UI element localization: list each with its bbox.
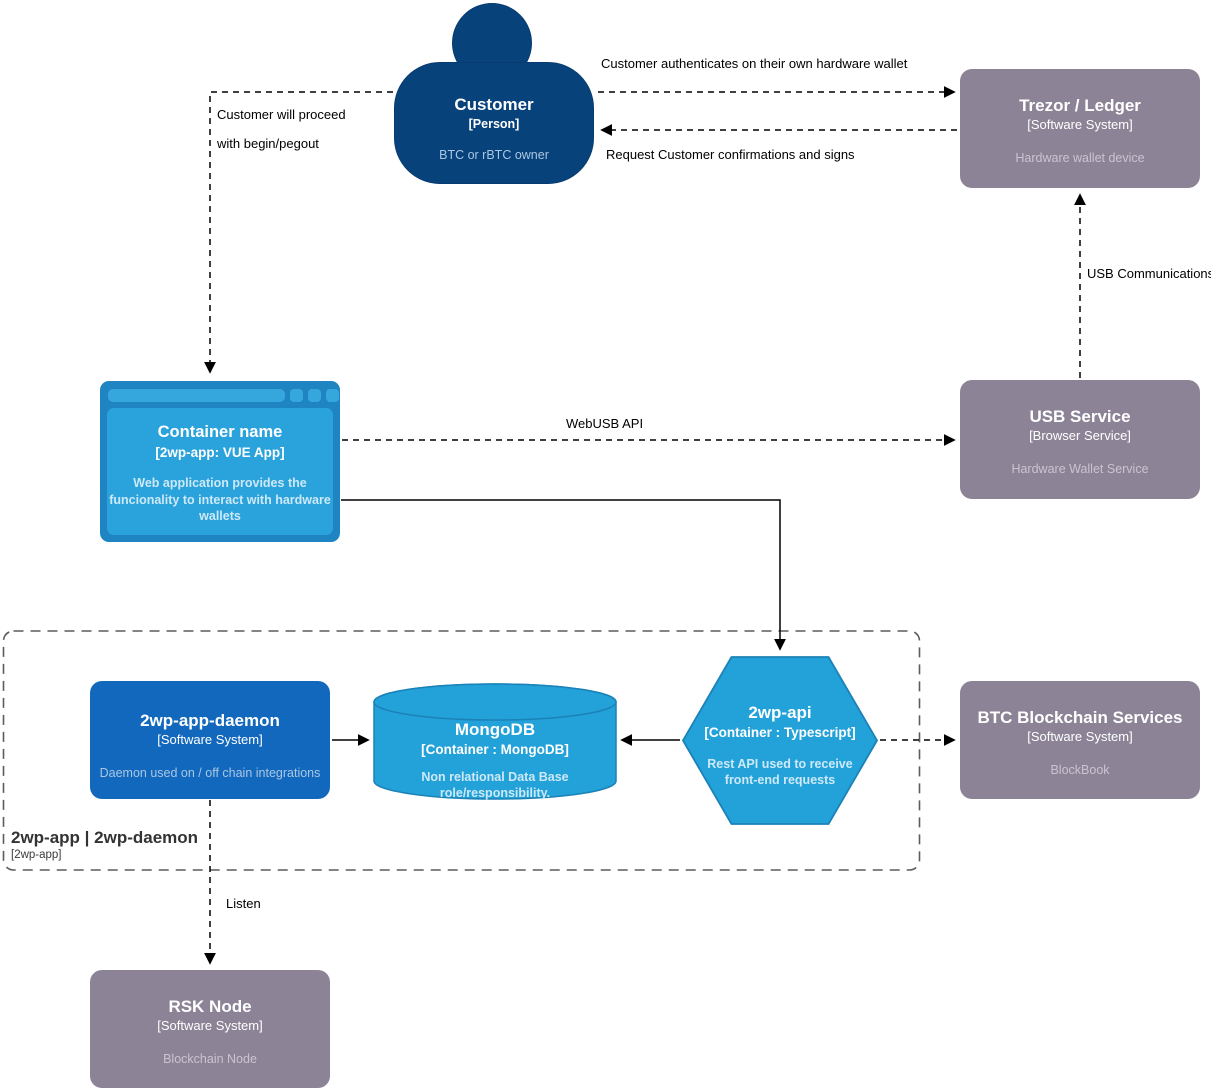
node-subtitle: [Software System] [1027, 729, 1133, 745]
node-title: Customer [454, 95, 534, 114]
node-title: USB Service [1029, 407, 1131, 426]
boundary-subtitle: [2wp-app] [11, 849, 62, 861]
browser-content-panel: Container name [2wp-app: VUE App] Web ap… [107, 408, 333, 535]
edge-label-authenticates: Customer authenticates on their own hard… [601, 56, 908, 71]
node-subtitle: [Browser Service] [1029, 428, 1131, 444]
edge-label-listen: Listen [226, 896, 261, 911]
edge-proceed [204, 91, 393, 374]
node-mongodb[interactable]: MongoDB [Container : MongoDB] Non relati… [373, 683, 617, 800]
node-description: Hardware wallet device [1015, 151, 1145, 166]
node-rsk-node[interactable]: RSK Node [Software System] Blockchain No… [90, 970, 330, 1088]
edge-label-usb-communications: USB Communications [1087, 266, 1211, 281]
node-description: BlockBook [1050, 763, 1110, 778]
node-title: 2wp-app-daemon [140, 711, 280, 730]
node-description: Daemon used on / off chain integrations [99, 766, 321, 781]
node-title: BTC Blockchain Services [977, 708, 1183, 727]
node-description: Hardware Wallet Service [1011, 462, 1149, 477]
browser-address-bar-icon [108, 389, 285, 402]
node-title: RSK Node [168, 997, 252, 1016]
node-usb-service[interactable]: USB Service [Browser Service] Hardware W… [960, 380, 1200, 499]
node-2wp-app-daemon[interactable]: 2wp-app-daemon [Software System] Daemon … [90, 681, 330, 799]
node-title: Container name [157, 423, 283, 441]
node-subtitle: [Person] [468, 117, 520, 132]
node-title: Trezor / Ledger [1019, 96, 1141, 115]
person-body: Customer [Person] BTC or rBTC owner [394, 62, 594, 184]
node-btc-blockchain-services[interactable]: BTC Blockchain Services [Software System… [960, 681, 1200, 799]
node-description: Rest API used to receive front-end reque… [707, 756, 853, 788]
browser-button-icon [308, 389, 321, 402]
node-description: Web application provides the funcionalit… [109, 476, 331, 523]
node-title: MongoDB [454, 720, 536, 739]
edge-webapp-api [341, 499, 786, 651]
node-subtitle: [Container : Typescript] [704, 725, 856, 741]
node-subtitle: [Software System] [157, 732, 263, 748]
node-trezor-ledger[interactable]: Trezor / Ledger [Software System] Hardwa… [960, 69, 1200, 188]
browser-button-icon [290, 389, 303, 402]
browser-button-icon [326, 389, 339, 402]
edge-label-confirmations: Request Customer confirmations and signs [606, 147, 855, 162]
node-2wp-api[interactable]: 2wp-api [Container : Typescript] Rest AP… [682, 656, 878, 825]
node-title: 2wp-api [748, 703, 812, 722]
node-description: BTC or rBTC owner [439, 147, 549, 162]
node-subtitle: [2wp-app: VUE App] [155, 444, 285, 460]
node-subtitle: [Software System] [157, 1018, 263, 1034]
cylinder-icon [373, 683, 617, 800]
node-description: Non relational Data Base role/responsibi… [421, 769, 569, 801]
node-description: Blockchain Node [163, 1052, 257, 1067]
node-subtitle: [Software System] [1027, 117, 1133, 133]
node-webapp-container[interactable]: Container name [2wp-app: VUE App] Web ap… [100, 381, 340, 542]
edge-label-proceed-line2: with begin/pegout [217, 136, 319, 151]
edge-label-proceed-line1: Customer will proceed [217, 107, 346, 122]
edge-label-webusb: WebUSB API [566, 416, 644, 431]
boundary-title: 2wp-app | 2wp-daemon [11, 828, 199, 847]
hexagon-icon [682, 656, 878, 825]
node-customer[interactable]: Customer [Person] BTC or rBTC owner [394, 0, 594, 184]
node-subtitle: [Container : MongoDB] [421, 742, 569, 758]
